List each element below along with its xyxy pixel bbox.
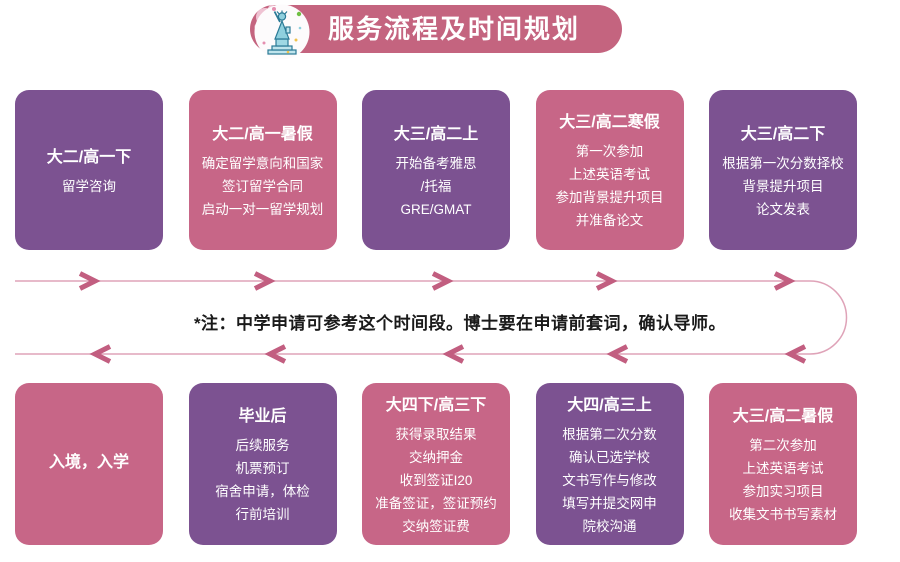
statue-of-liberty-icon — [252, 2, 312, 62]
stage-card-line: 根据第一次分数择校 — [722, 155, 844, 171]
stage-card-title: 大三/高二寒假 — [559, 114, 660, 131]
stage-card-title: 大四下/高三下 — [385, 396, 487, 414]
timeline-bottom-row: 入境，入学 毕业后 后续服务 机票预订 宿舍申请，体检 行前培训 大四下/高三下… — [15, 383, 857, 545]
stage-card-line: 后续服务 — [235, 438, 290, 453]
arrowhead-left-icon — [606, 344, 629, 364]
stage-card-line: 获得录取结果 — [395, 426, 477, 442]
arrowhead-right-icon — [595, 271, 618, 291]
stage-card-title: 毕业后 — [238, 408, 287, 425]
arrowhead-left-icon — [442, 344, 465, 364]
statue-figure — [267, 7, 297, 55]
arrowhead-left-icon — [264, 344, 287, 364]
stage-card-title: 大二/高一下 — [46, 148, 132, 166]
stage-card-line: 交纳签证费 — [402, 518, 470, 534]
stage-card-line: 并准备论文 — [575, 213, 644, 228]
stage-card-body: 后续服务 机票预订 宿舍申请，体检 行前培训 — [215, 434, 310, 526]
stage-card-title: 大四/高三上 — [567, 396, 652, 414]
stage-card-line: 论文发表 — [756, 201, 810, 217]
stage-card-line: 确定留学意向和国家 — [201, 155, 324, 171]
arrowhead-right-icon — [773, 271, 796, 291]
stage-card-body: 获得录取结果 交纳押金 收到签证I20 准备签证，签证预约 交纳签证费 — [375, 423, 497, 538]
stage-card-line: 根据第二次分数 — [562, 426, 657, 442]
stage-card-line: 背景提升项目 — [742, 178, 824, 194]
stage-card-line: 启动一对一留学规划 — [201, 201, 324, 217]
stage-card-body: 第二次参加 上述英语考试 参加实习项目 收集文书书写素材 — [729, 434, 837, 526]
stage-card-title: 大三/高二暑假 — [732, 408, 834, 425]
stage-card-line: 机票预订 — [235, 461, 290, 476]
stage-card-line: 确认已选学校 — [569, 449, 650, 465]
stage-card-line: 填写并提交网申 — [562, 495, 657, 511]
stage-card-after-graduation: 毕业后 后续服务 机票预订 宿舍申请，体检 行前培训 — [188, 383, 337, 545]
stage-card-line: 开始备考雅思 — [395, 155, 477, 171]
stage-card-body: 第一次参加 上述英语考试 参加背景提升项目 并准备论文 — [556, 140, 664, 232]
stage-card-line: /托福 — [420, 178, 452, 194]
timeline-note: *注：中学申请可参考这个时间段。博士要在申请前套词，确认导师。 — [193, 314, 727, 333]
stage-card-title: 入境，入学 — [48, 454, 129, 471]
arrowhead-left-icon — [784, 344, 807, 364]
stage-card-line: GRE/GMAT — [400, 201, 472, 217]
stage-card-line: 第二次参加 — [749, 438, 817, 453]
stage-card-application: 大四/高三上 根据第二次分数 确认已选学校 文书写作与修改 填写并提交网申 院校… — [535, 383, 684, 545]
stage-card-line: 交纳押金 — [409, 449, 463, 465]
stage-card-body: 根据第一次分数择校 背景提升项目 论文发表 — [722, 152, 844, 221]
stage-card-title: 大三/高二下 — [740, 125, 826, 143]
stage-card-title: 大三/高二上 — [393, 125, 479, 143]
stage-card-line: 参加实习项目 — [742, 484, 824, 499]
stage-card-body: 留学咨询 — [62, 175, 116, 198]
stage-card-planning: 大二/高一暑假 确定留学意向和国家 签订留学合同 启动一对一留学规划 — [188, 90, 337, 250]
stage-card-line: 行前培训 — [235, 507, 290, 522]
arrowhead-right-icon — [253, 271, 276, 291]
stage-card-line: 宿舍申请，体检 — [215, 484, 310, 499]
stage-card-line: 文书写作与修改 — [562, 472, 657, 488]
arrowhead-right-icon — [431, 271, 454, 291]
arrowhead-right-icon — [78, 271, 101, 291]
arrowhead-left-icon — [89, 344, 112, 364]
stage-card-arrival: 入境，入学 — [15, 383, 163, 545]
stage-card-second-exam: 大三/高二暑假 第二次参加 上述英语考试 参加实习项目 收集文书书写素材 — [709, 383, 857, 545]
stage-card-admission-visa: 大四下/高三下 获得录取结果 交纳押金 收到签证I20 准备签证，签证预约 交纳… — [362, 383, 510, 545]
timeline-flow-arrows — [15, 271, 848, 364]
page-title: 服务流程及时间规划 — [328, 14, 581, 44]
stage-card-title: 大二/高一暑假 — [212, 125, 313, 143]
stage-card-body: 根据第二次分数 确认已选学校 文书写作与修改 填写并提交网申 院校沟通 — [562, 423, 657, 538]
stage-card-line: 准备签证，签证预约 — [375, 495, 497, 511]
flow-loop-curve — [809, 280, 848, 355]
stage-card-consulting: 大二/高一下 留学咨询 — [15, 90, 163, 250]
stage-card-body: 确定留学意向和国家 签订留学合同 启动一对一留学规划 — [202, 152, 324, 221]
title-banner: 服务流程及时间规划 — [250, 5, 622, 53]
stage-card-line: 留学咨询 — [62, 178, 116, 194]
stage-card-school-selection: 大三/高二下 根据第一次分数择校 背景提升项目 论文发表 — [709, 90, 857, 250]
confetti-dots — [262, 11, 302, 54]
timeline-top-row: 大二/高一下 留学咨询 大二/高一暑假 确定留学意向和国家 签订留学合同 启动一… — [15, 90, 857, 250]
stage-card-line: 上述英语考试 — [569, 167, 650, 182]
stage-card-line: 上述英语考试 — [742, 461, 824, 476]
stage-card-line: 参加背景提升项目 — [555, 190, 664, 205]
stage-card-line: 第一次参加 — [575, 144, 644, 159]
stage-card-line: 签订留学合同 — [222, 178, 303, 194]
stage-card-body: 开始备考雅思 /托福 GRE/GMAT — [396, 152, 477, 221]
stage-card-line: 收集文书书写素材 — [729, 507, 837, 522]
stage-card-line: 收到签证I20 — [399, 472, 473, 488]
stage-card-test-prep: 大三/高二上 开始备考雅思 /托福 GRE/GMAT — [362, 90, 510, 250]
stage-card-line: 院校沟通 — [582, 518, 637, 534]
stage-card-first-exam: 大三/高二寒假 第一次参加 上述英语考试 参加背景提升项目 并准备论文 — [535, 90, 684, 250]
